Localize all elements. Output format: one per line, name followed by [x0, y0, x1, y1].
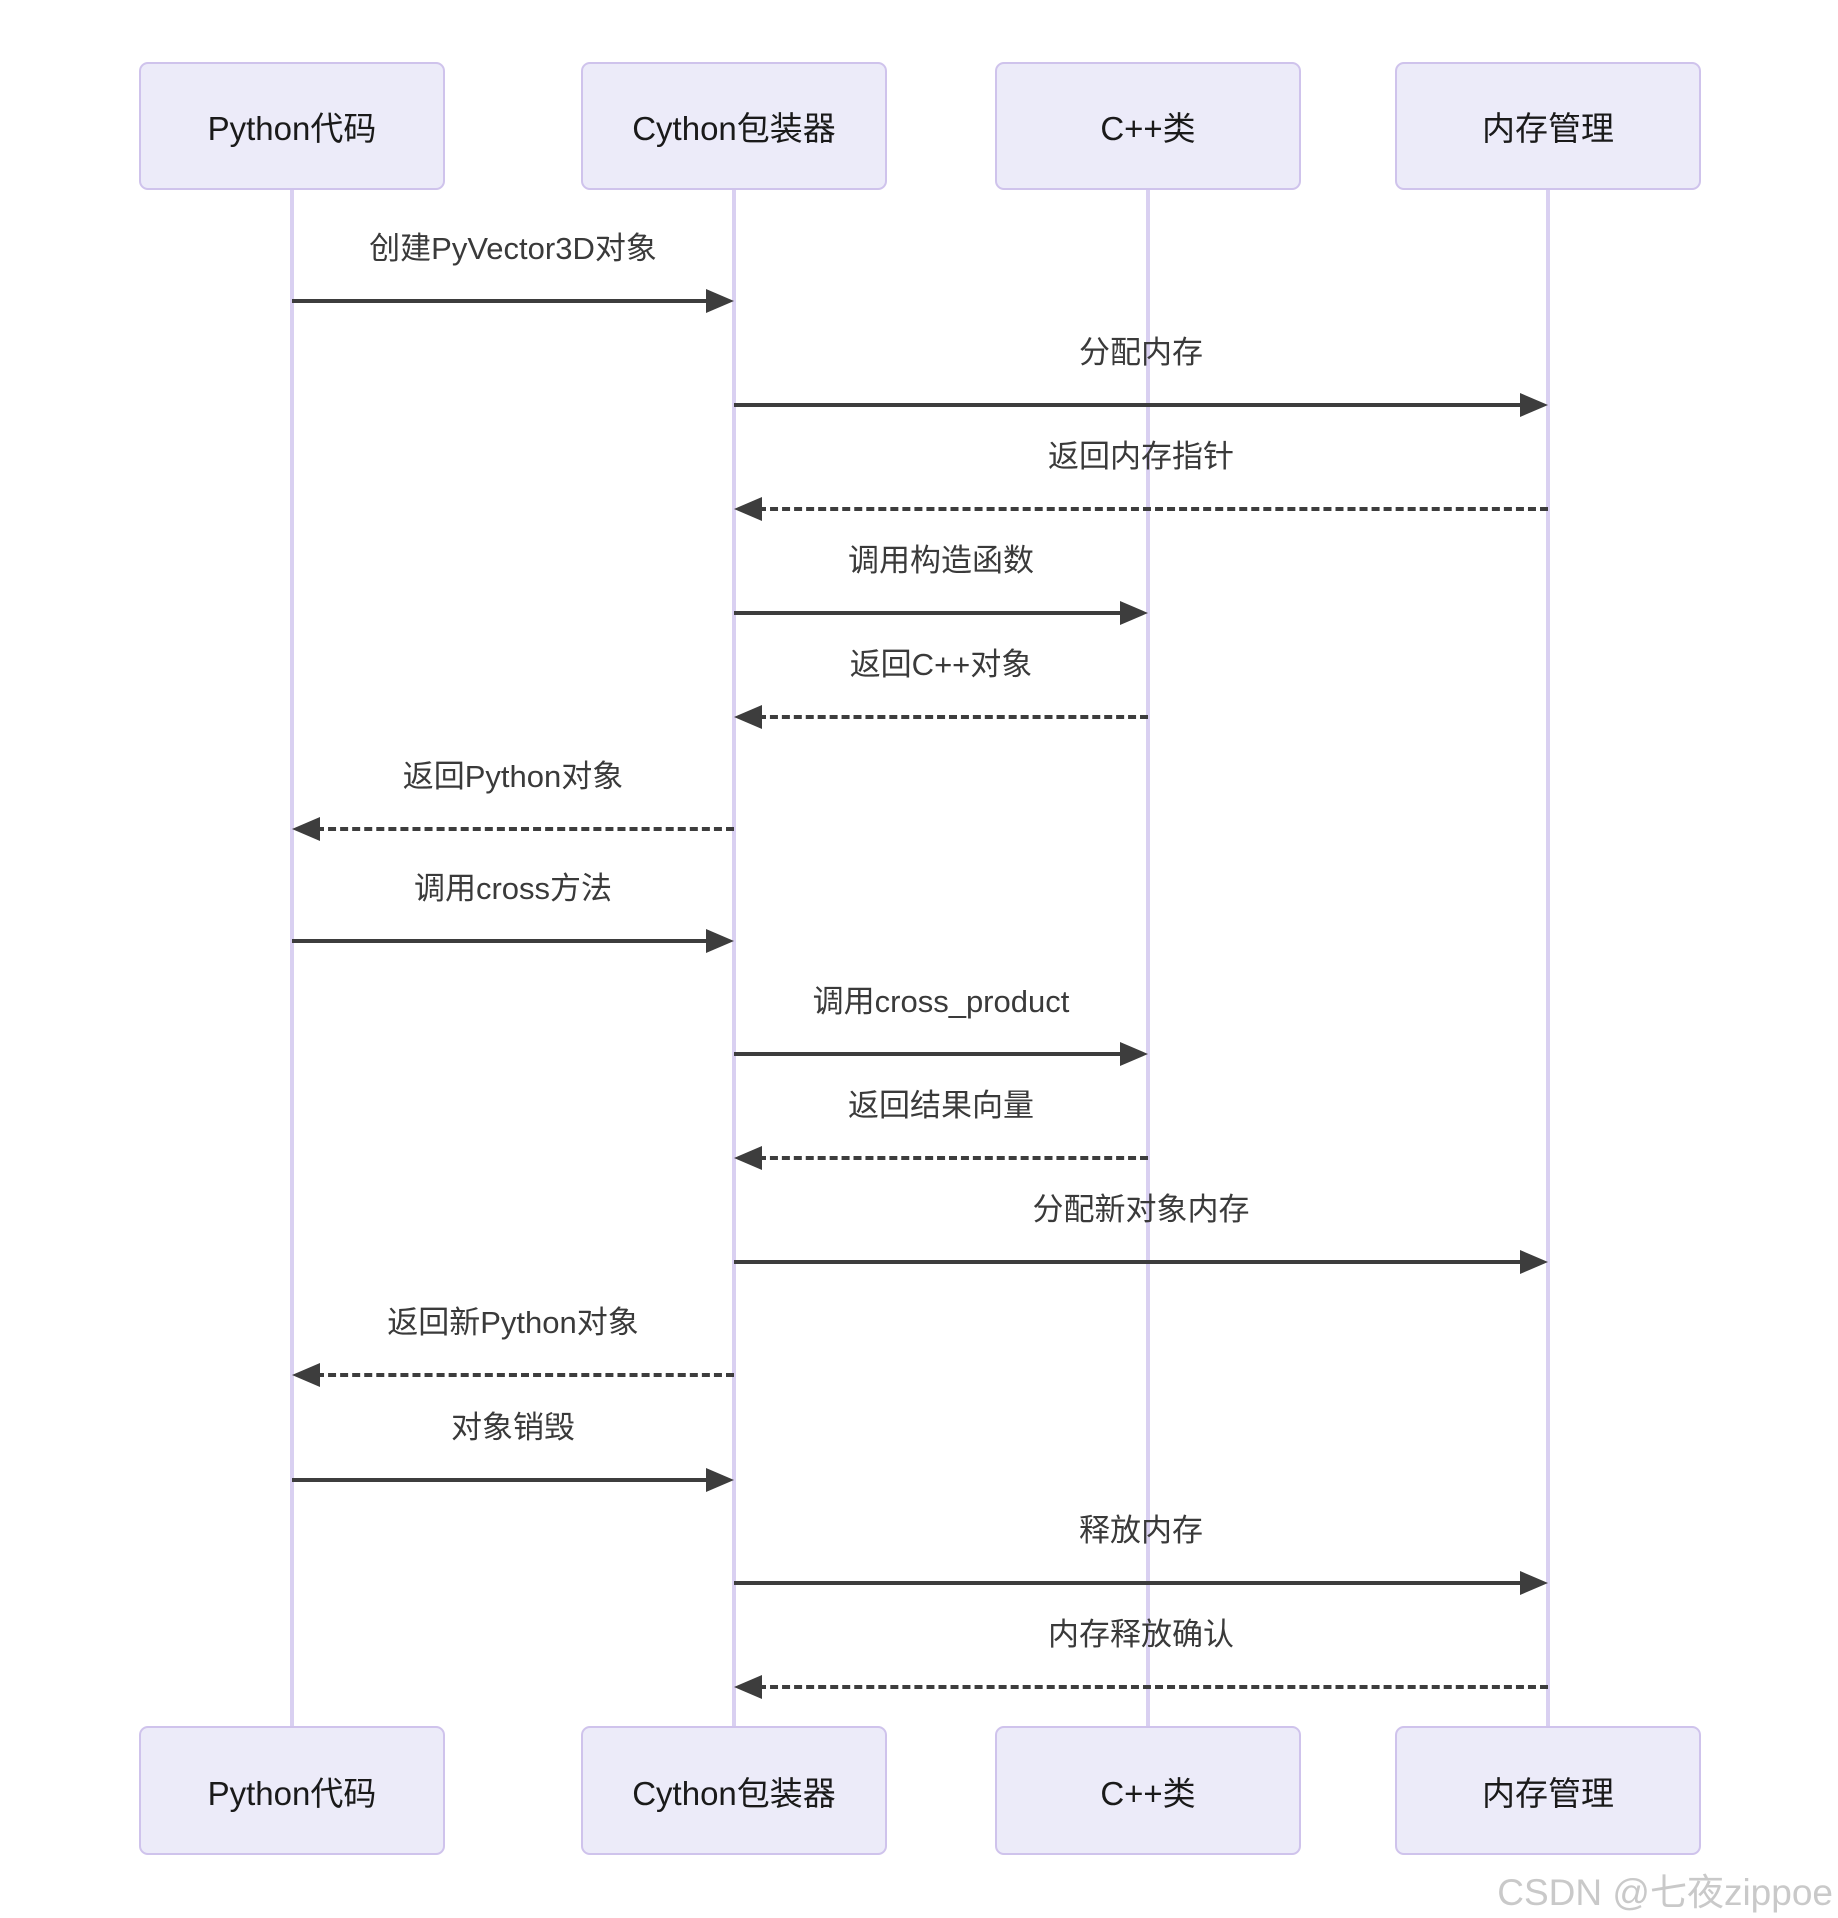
message-arrowhead — [734, 1146, 762, 1170]
actor-box-bottom-cython: Cython包装器 — [581, 1726, 887, 1855]
message-label: 返回结果向量 — [848, 1088, 1034, 1123]
message-line — [734, 1052, 1124, 1056]
actor-label: Python代码 — [207, 110, 377, 147]
message-line — [734, 1581, 1524, 1585]
message-arrowhead — [734, 705, 762, 729]
actor-label: Cython包装器 — [632, 1774, 836, 1812]
message-label: 返回Python对象 — [402, 759, 624, 794]
message-arrowhead — [292, 1363, 320, 1387]
message-arrowhead — [1520, 1571, 1548, 1595]
message-line — [292, 939, 710, 943]
actor-box-top-cpp: C++类 — [995, 62, 1301, 190]
actor-label: Python代码 — [207, 1774, 377, 1812]
actor-box-bottom-cpp: C++类 — [995, 1726, 1301, 1855]
actor-box-bottom-python: Python代码 — [139, 1726, 445, 1855]
message-arrowhead — [1120, 601, 1148, 625]
message-line — [758, 1685, 1548, 1689]
message-line — [316, 827, 734, 831]
message-arrowhead — [706, 289, 734, 313]
message-arrowhead — [1520, 1250, 1548, 1274]
message-line — [292, 299, 710, 303]
message-label: 返回新Python对象 — [387, 1305, 639, 1340]
message-line — [758, 1156, 1148, 1160]
message-label: 创建PyVector3D对象 — [369, 231, 657, 266]
message-label: 内存释放确认 — [1048, 1617, 1234, 1652]
message-label: 释放内存 — [1079, 1513, 1203, 1548]
message-label: 调用cross方法 — [413, 871, 613, 906]
actor-label: C++类 — [1100, 110, 1196, 147]
message-line — [758, 507, 1548, 511]
message-line — [316, 1373, 734, 1377]
message-label: 对象销毁 — [451, 1410, 575, 1445]
actor-label: Cython包装器 — [632, 110, 836, 147]
lifeline-memory — [1546, 190, 1550, 1726]
watermark: CSDN @七夜zippoe — [1497, 1872, 1833, 1913]
actor-label: 内存管理 — [1482, 1774, 1614, 1812]
message-arrowhead — [1520, 393, 1548, 417]
actor-box-top-memory: 内存管理 — [1395, 62, 1701, 190]
message-arrowhead — [1120, 1042, 1148, 1066]
lifeline-cpp — [1146, 190, 1150, 1726]
message-label: 返回C++对象 — [849, 647, 1033, 682]
actor-label: 内存管理 — [1482, 110, 1614, 147]
message-arrowhead — [292, 817, 320, 841]
actor-box-top-cython: Cython包装器 — [581, 62, 887, 190]
message-arrowhead — [734, 1675, 762, 1699]
message-label: 调用构造函数 — [848, 543, 1034, 578]
message-arrowhead — [706, 1468, 734, 1492]
message-label: 分配新对象内存 — [1032, 1192, 1250, 1227]
message-label: 返回内存指针 — [1048, 439, 1234, 474]
lifeline-python — [290, 190, 294, 1726]
message-line — [292, 1478, 710, 1482]
message-line — [734, 403, 1524, 407]
actor-label: C++类 — [1100, 1774, 1196, 1812]
message-arrowhead — [734, 497, 762, 521]
message-line — [734, 1260, 1524, 1264]
message-label: 调用cross_product — [812, 984, 1070, 1019]
message-line — [758, 715, 1148, 719]
message-line — [734, 611, 1124, 615]
message-label: 分配内存 — [1079, 335, 1203, 370]
message-arrowhead — [706, 929, 734, 953]
actor-box-top-python: Python代码 — [139, 62, 445, 190]
lifeline-cython — [732, 190, 736, 1726]
actor-box-bottom-memory: 内存管理 — [1395, 1726, 1701, 1855]
